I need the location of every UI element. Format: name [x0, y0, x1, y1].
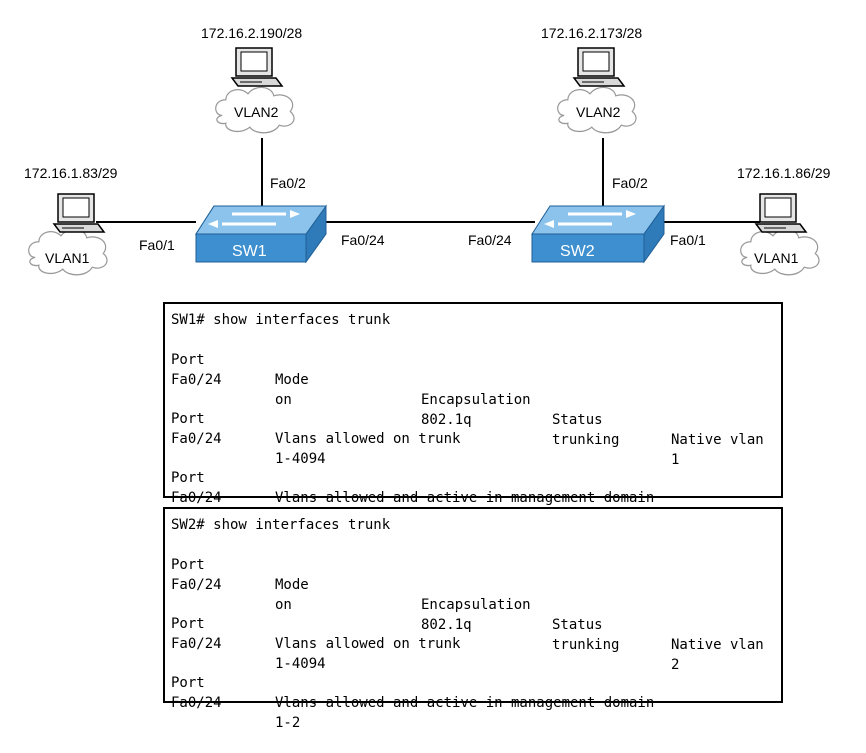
- ip-label-pc-vlan1-sw1: 172.16.1.83/29: [24, 165, 118, 181]
- value-encapsulation: 802.1q: [421, 617, 472, 633]
- port-label-sw1-fa02: Fa0/2: [270, 175, 306, 191]
- value-status: trunking: [552, 432, 620, 448]
- pc-icon: VLAN2: [557, 47, 637, 134]
- value-port: Fa0/24: [171, 431, 222, 447]
- switch-label-sw2: SW2: [560, 243, 595, 260]
- value-port: Fa0/24: [171, 490, 222, 506]
- port-label-sw2-fa01: Fa0/1: [670, 232, 706, 248]
- header-mode: Mode: [275, 577, 309, 593]
- switch-icon: [531, 204, 665, 264]
- value-port: Fa0/24: [171, 577, 222, 593]
- pc-icon: VLAN1: [28, 193, 108, 276]
- header-vlans-active: Vlans allowed and active in management d…: [275, 695, 655, 711]
- pc-icon: VLAN1: [740, 193, 820, 276]
- header-port: Port: [171, 470, 205, 486]
- vlan1-cloud-label-sw1: VLAN1: [45, 250, 90, 266]
- header-port: Port: [171, 352, 205, 368]
- value-port: Fa0/24: [171, 695, 222, 711]
- port-label-sw1-fa024: Fa0/24: [341, 232, 385, 248]
- sw2-show-interfaces-trunk-output: SW2# show interfaces trunk Port Mode Enc…: [163, 507, 783, 731]
- value-vlans-allowed: 1-4094: [275, 451, 326, 467]
- value-encapsulation: 802.1q: [421, 412, 472, 428]
- port-label-sw1-fa01: Fa0/1: [139, 237, 175, 253]
- pc-icon: VLAN2: [215, 47, 295, 134]
- network-topology-diagram: VLAN2 172.16.2.190/28 VLAN2 172.16.2.173…: [24, 25, 831, 276]
- header-mode: Mode: [275, 372, 309, 388]
- value-native-vlan: 2: [671, 657, 680, 673]
- value-mode: on: [275, 392, 292, 408]
- header-native-vlan: Native vlan: [671, 637, 764, 653]
- header-vlans-allowed: Vlans allowed on trunk: [275, 636, 461, 652]
- header-encapsulation: Encapsulation: [421, 597, 531, 613]
- ip-label-pc-vlan1-sw2: 172.16.1.86/29: [737, 165, 831, 181]
- vlan2-cloud-label-sw2: VLAN2: [576, 104, 621, 120]
- header-port: Port: [171, 411, 205, 427]
- command-line: SW1# show interfaces trunk: [171, 312, 391, 328]
- header-port: Port: [171, 675, 205, 691]
- ip-label-pc-vlan2-sw2: 172.16.2.173/28: [541, 25, 642, 41]
- value-vlans-allowed: 1-4094: [275, 656, 326, 672]
- switch-icon: [195, 204, 327, 264]
- sw1-show-interfaces-trunk-output: SW1# show interfaces trunk Port Mode Enc…: [163, 302, 783, 526]
- value-status: trunking: [552, 637, 620, 653]
- header-port: Port: [171, 616, 205, 632]
- header-encapsulation: Encapsulation: [421, 392, 531, 408]
- command-line: SW2# show interfaces trunk: [171, 517, 391, 533]
- header-vlans-allowed: Vlans allowed on trunk: [275, 431, 461, 447]
- vlan2-cloud-label-sw1: VLAN2: [234, 104, 279, 120]
- header-native-vlan: Native vlan: [671, 432, 764, 448]
- port-label-sw2-fa024: Fa0/24: [468, 232, 512, 248]
- value-native-vlan: 1: [671, 452, 680, 468]
- header-status: Status: [552, 617, 603, 633]
- value-mode: on: [275, 597, 292, 613]
- value-port: Fa0/24: [171, 372, 222, 388]
- header-vlans-active: Vlans allowed and active in management d…: [275, 490, 655, 506]
- vlan1-cloud-label-sw2: VLAN1: [754, 250, 799, 266]
- header-status: Status: [552, 412, 603, 428]
- value-port: Fa0/24: [171, 636, 222, 652]
- header-port: Port: [171, 557, 205, 573]
- ip-label-pc-vlan2-sw1: 172.16.2.190/28: [201, 25, 302, 41]
- port-label-sw2-fa02: Fa0/2: [612, 175, 648, 191]
- value-vlans-active: 1-2: [275, 715, 301, 731]
- switch-label-sw1: SW1: [232, 243, 267, 260]
